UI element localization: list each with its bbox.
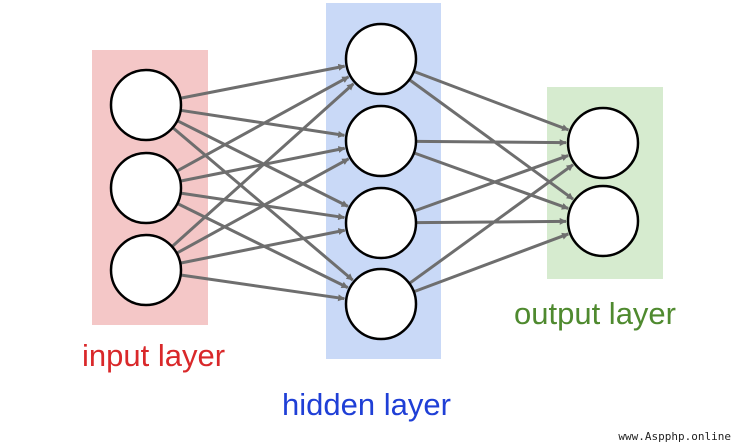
edge-hidden-2-to-output-1: [415, 139, 567, 147]
hidden-node-1: [344, 22, 418, 96]
edge-input-3-to-hidden-2: [175, 157, 350, 255]
edge-hidden-1-to-output-2: [408, 78, 574, 201]
edge-input-3-to-hidden-1: [171, 82, 355, 248]
input-layer-label: input layer: [82, 338, 226, 373]
edge-input-3-to-hidden-3: [180, 228, 346, 265]
edge-input-1-to-hidden-1: [180, 63, 346, 100]
input-node-3: [109, 233, 183, 307]
input-node-1: [109, 68, 183, 142]
hidden-node-2: [344, 104, 418, 178]
edge-hidden-3-to-output-2: [415, 217, 567, 225]
output-layer-label: output layer: [514, 296, 676, 331]
edge-hidden-2-to-output-2: [413, 151, 569, 210]
output-node-1: [566, 106, 640, 180]
edge-input-1-to-hidden-4: [171, 126, 354, 282]
edge-input-3-to-hidden-4: [180, 273, 346, 302]
edge-hidden-1-to-output-1: [413, 69, 570, 132]
neurons: [109, 22, 640, 341]
input-node-2: [109, 151, 183, 225]
connections: [171, 63, 574, 302]
edge-hidden-4-to-output-1: [408, 163, 574, 285]
edge-input-2-to-hidden-1: [175, 75, 350, 173]
hidden-layer-label: hidden layer: [282, 387, 451, 422]
watermark: www.Aspphp.online: [616, 430, 733, 443]
edge-hidden-4-to-output-2: [413, 232, 569, 294]
output-node-2: [566, 184, 640, 258]
edge-hidden-3-to-output-1: [413, 154, 569, 213]
hidden-node-4: [344, 267, 418, 341]
hidden-node-3: [344, 186, 418, 260]
